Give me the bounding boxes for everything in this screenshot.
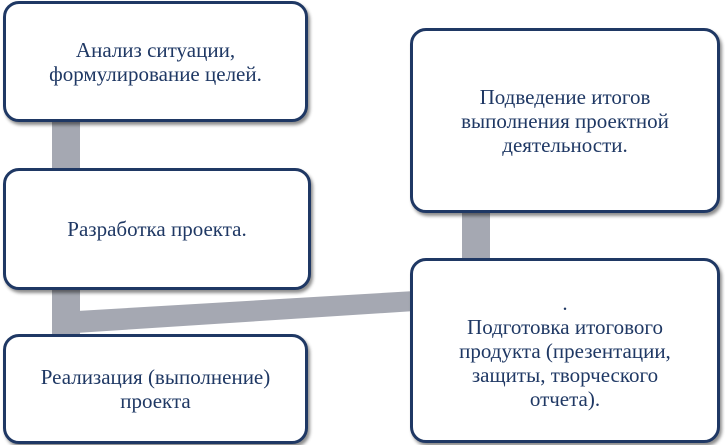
- step-summary-box: Подведение итогов выполнения проектной д…: [410, 28, 720, 213]
- connector-product-summary: [462, 213, 490, 258]
- step-implement-text: Реализация (выполнение) проекта: [40, 365, 271, 413]
- step-analysis-text: Анализ ситуации, формулирование целей.: [49, 37, 262, 86]
- connector-analysis-develop: [52, 122, 80, 168]
- connector-implement-product: [60, 291, 415, 334]
- step-develop-text: Разработка проекта.: [67, 217, 247, 241]
- step-product-text: . Подготовка итогового продукта (презент…: [459, 290, 671, 411]
- step-analysis-box: Анализ ситуации, формулирование целей.: [3, 1, 308, 122]
- step-develop-box: Разработка проекта.: [3, 168, 311, 290]
- step-implement-box: Реализация (выполнение) проекта: [3, 334, 308, 444]
- step-summary-text: Подведение итогов выполнения проектной д…: [461, 84, 669, 157]
- step-product-box: . Подготовка итогового продукта (презент…: [410, 258, 720, 443]
